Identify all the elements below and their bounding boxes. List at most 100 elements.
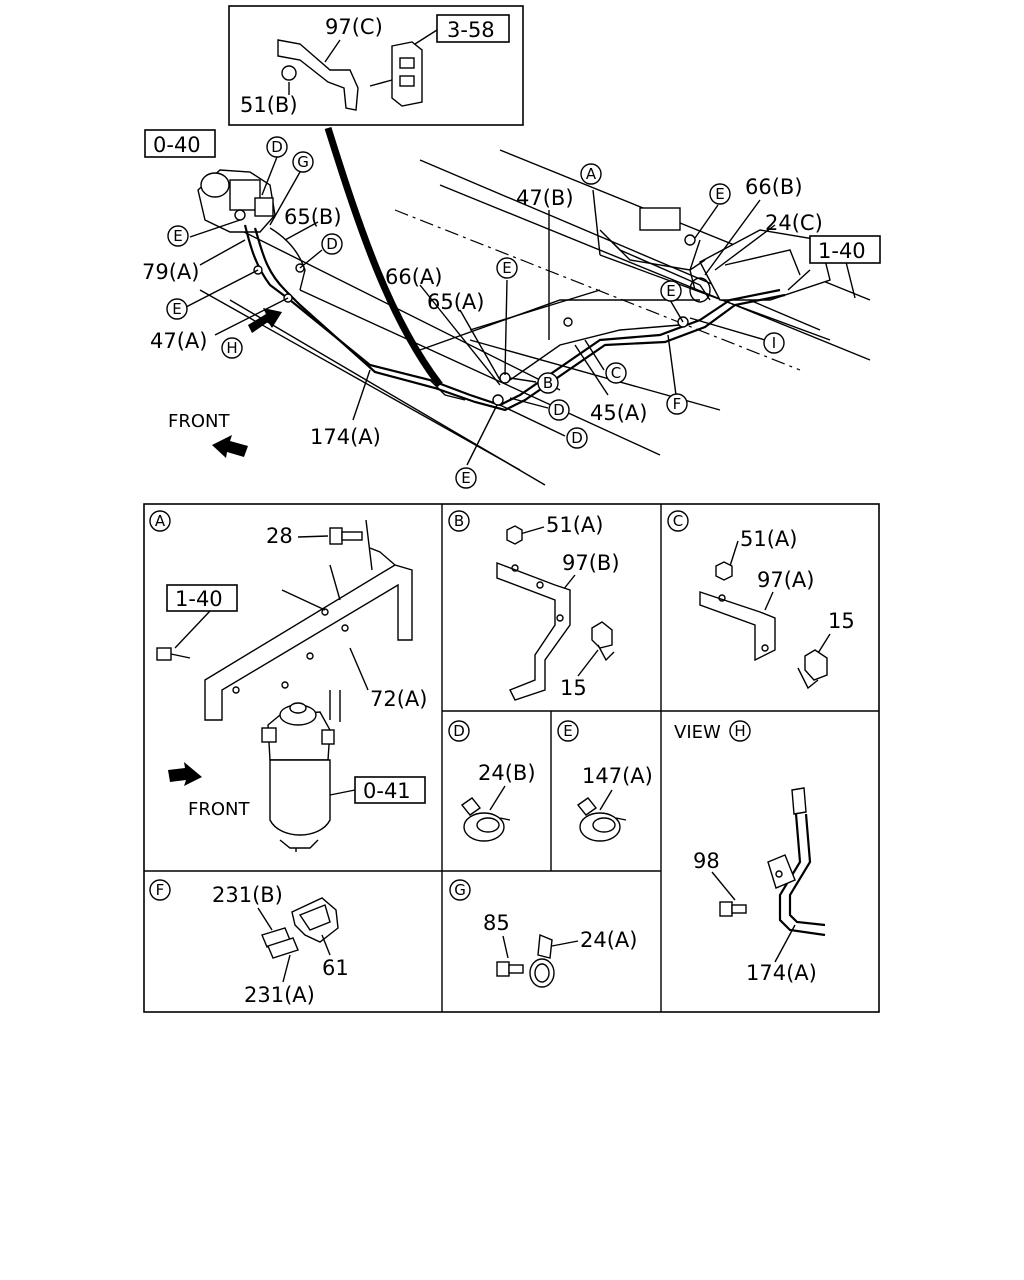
callout-h: H	[226, 339, 237, 357]
label-15-c: 15	[828, 609, 855, 633]
label-47b: 47(B)	[516, 186, 574, 210]
bracket-97c	[277, 39, 359, 111]
detail-grid	[143, 503, 880, 1013]
label-97c: 97(C)	[325, 15, 383, 39]
panel-c-letter: C	[673, 512, 683, 530]
callout-e-4: E	[715, 185, 724, 203]
label-231b: 231(B)	[212, 883, 283, 907]
ref-1-40-panel: 1-40	[175, 587, 223, 611]
label-61: 61	[322, 956, 349, 980]
nut-51a-c	[715, 561, 733, 581]
main-leaders	[185, 156, 856, 466]
inset-leader	[324, 126, 443, 388]
callout-d-1: D	[271, 138, 283, 156]
bolt-28	[329, 527, 343, 545]
clamp-24a-tab	[537, 933, 553, 959]
fuel-filter-assembly	[197, 169, 276, 233]
bolt-98	[719, 901, 733, 917]
label-65a: 65(A)	[427, 290, 484, 314]
ref-box-0-40	[144, 129, 216, 158]
panel-a-letter: A	[155, 512, 166, 530]
front-arrow-main	[212, 435, 248, 458]
grommet-61	[291, 897, 339, 943]
label-79a: 79(A)	[142, 260, 199, 284]
callout-b: B	[543, 374, 553, 392]
callout-e-1: E	[173, 227, 182, 245]
panel-f-letter: F	[156, 881, 165, 899]
fuel-pipes	[243, 224, 786, 412]
front-label-a: FRONT	[188, 799, 250, 820]
callout-circles: D G E E H D E A E E I B C D D F E	[166, 136, 785, 489]
panel-d: D 24(B)	[448, 720, 536, 842]
label-174a-main: 174(A)	[310, 425, 381, 449]
label-147a: 147(A)	[582, 764, 653, 788]
nut-51a-b	[506, 525, 523, 545]
label-24a: 24(A)	[580, 928, 637, 952]
panel-d-letter: D	[453, 722, 465, 740]
label-97b: 97(B)	[562, 551, 620, 575]
callout-d-4: D	[571, 429, 583, 447]
label-98: 98	[693, 849, 720, 873]
callout-e-3: E	[502, 259, 511, 277]
panel-g-letter: G	[454, 881, 466, 899]
label-51b: 51(B)	[240, 93, 298, 117]
callout-a: A	[586, 165, 597, 183]
component-a	[639, 207, 681, 231]
label-47a: 47(A)	[150, 329, 207, 353]
callout-c: C	[611, 364, 621, 382]
main-view: 0-40 1-40 D G E E H D E A E E I B C D D …	[142, 129, 881, 489]
label-72a: 72(A)	[370, 687, 427, 711]
panel-g: G 85 24(A)	[449, 879, 637, 988]
label-15-b: 15	[560, 676, 587, 700]
label-231a: 231(A)	[244, 983, 315, 1007]
panel-b: B 51(A) 97(B) 15	[448, 510, 620, 701]
sleeve-231a	[267, 937, 299, 959]
bolt-85	[496, 961, 510, 977]
panel-b-letter: B	[454, 512, 464, 530]
ref-0-40: 0-40	[153, 133, 201, 157]
ref-0-41: 0-41	[363, 779, 411, 803]
callout-i: I	[772, 334, 776, 352]
bracket-72a	[204, 564, 413, 721]
fuel-filter-0-41	[261, 690, 341, 852]
clip-15-b	[591, 621, 613, 649]
clip-15-c	[804, 649, 828, 681]
panel-c: C 51(A) 97(A) 15	[667, 510, 855, 690]
label-97a: 97(A)	[757, 568, 814, 592]
clip-3-58	[391, 41, 423, 107]
callout-d-3: D	[553, 401, 565, 419]
callout-g: G	[297, 153, 309, 171]
label-66a: 66(A)	[385, 265, 442, 289]
label-28: 28	[266, 524, 293, 548]
panel-h: VIEW H 98 174(A)	[674, 720, 826, 985]
front-arrow-a	[168, 762, 202, 786]
label-65b: 65(B)	[284, 205, 342, 229]
ref-box-1-40-panel	[166, 584, 238, 612]
callout-f: F	[673, 395, 682, 413]
front-label-main: FRONT	[168, 411, 230, 432]
panel-f: F 231(B) 61 231(A)	[149, 879, 349, 1007]
label-51a-c: 51(A)	[740, 527, 797, 551]
ref-box-1-40	[809, 235, 881, 264]
callout-e-2: E	[172, 300, 181, 318]
view-label: VIEW	[674, 722, 721, 743]
label-66b: 66(B)	[745, 175, 803, 199]
ref-box-0-41	[354, 776, 426, 804]
panel-a: A 28 1-40 72(A)	[149, 510, 427, 852]
panel-e-letter: E	[563, 722, 572, 740]
label-24c: 24(C)	[765, 211, 823, 235]
bolt-1-40	[156, 647, 172, 661]
label-24b: 24(B)	[478, 761, 536, 785]
ref-3-58: 3-58	[447, 18, 495, 42]
bracket-97b	[496, 561, 571, 701]
panel-h-letter: H	[734, 722, 745, 740]
callout-e-6: E	[461, 469, 470, 487]
label-174a-h: 174(A)	[746, 961, 817, 985]
bracket-97a	[699, 591, 776, 662]
callout-e-5: E	[666, 282, 675, 300]
label-85: 85	[483, 911, 510, 935]
label-51a-b: 51(A)	[546, 513, 603, 537]
top-inset: 97(C) 3-58 51(B)	[228, 5, 524, 126]
ref-box-3-58	[436, 14, 510, 43]
